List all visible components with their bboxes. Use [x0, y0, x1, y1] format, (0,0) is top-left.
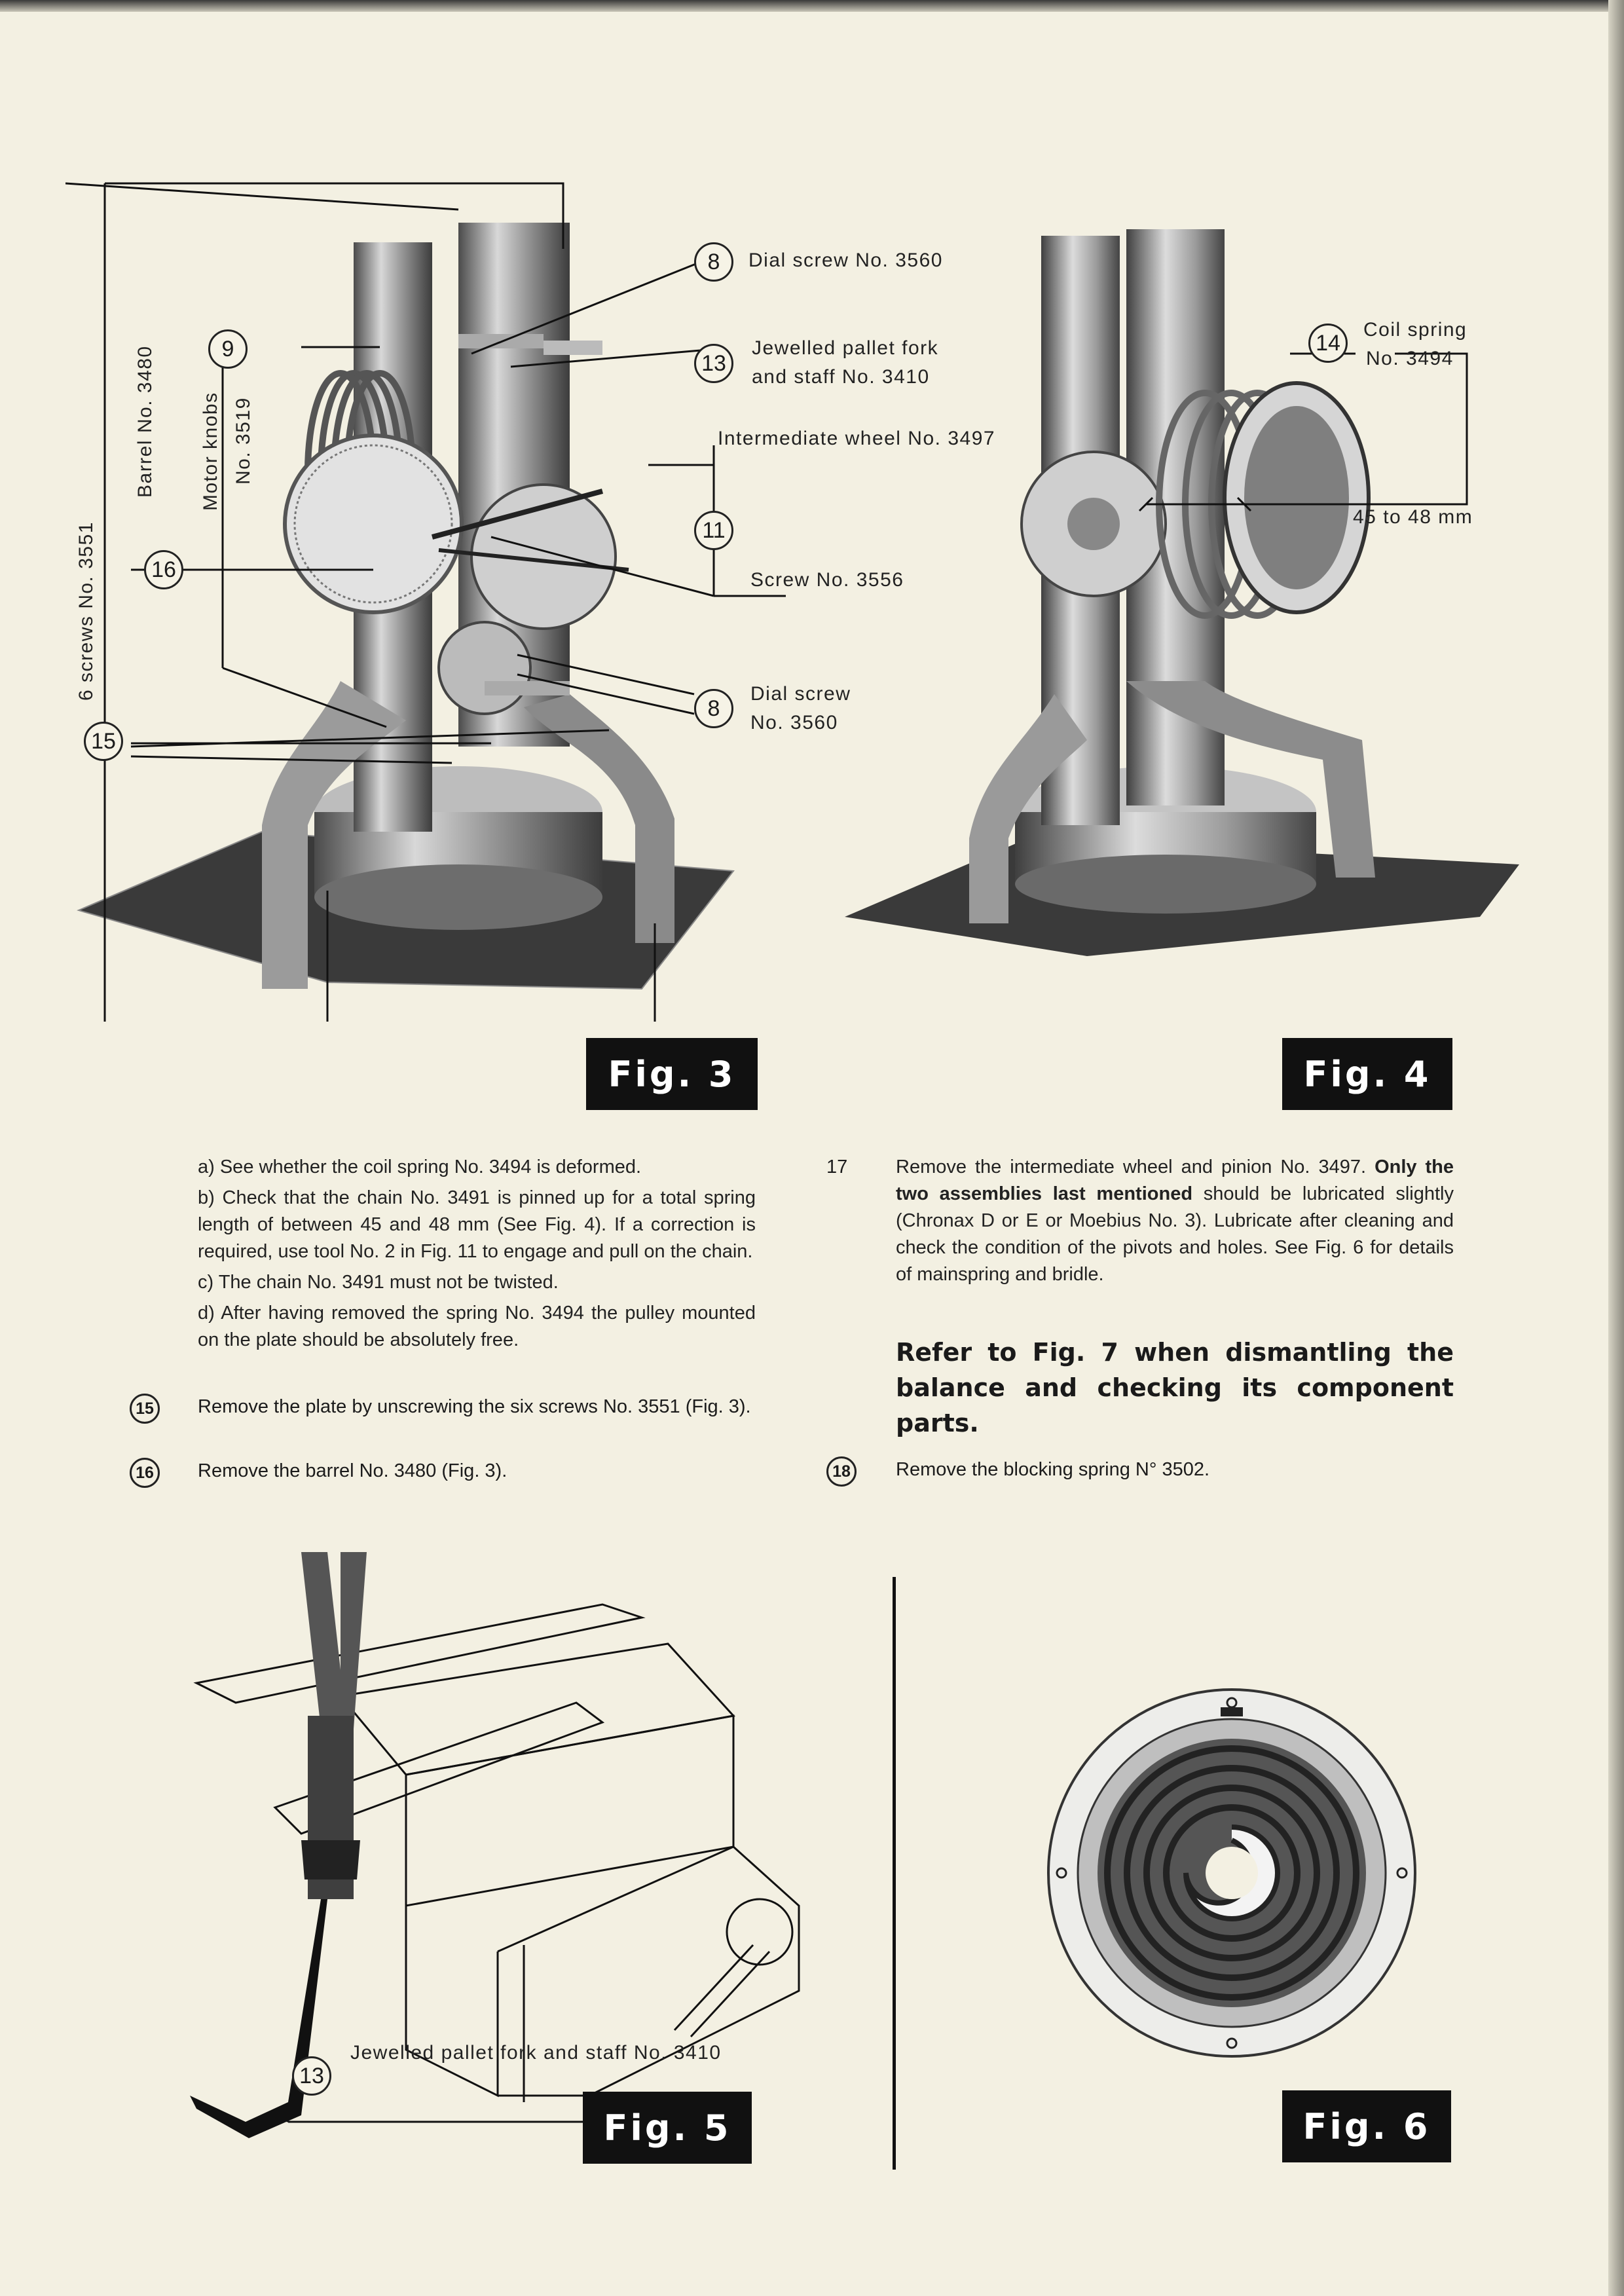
callout-8-top: 8	[694, 242, 733, 282]
label-dial-screw-low-2: No. 3560	[750, 712, 838, 733]
step-15-badge: 15	[130, 1394, 160, 1424]
para-a: a) See whether the coil spring No. 3494 …	[198, 1157, 642, 1177]
label-six-screws: 6 screws No. 3551	[75, 521, 97, 701]
step-16-badge: 16	[130, 1458, 160, 1488]
label-pallet-fork-2: and staff No. 3410	[752, 366, 930, 388]
step-15-text: Remove the plate by unscrewing the six s…	[198, 1396, 751, 1417]
callout-8-low: 8	[694, 689, 733, 728]
page-top-edge	[0, 0, 1624, 12]
step-18-badge: 18	[826, 1456, 857, 1487]
label-barrel: Barrel No. 3480	[134, 345, 156, 498]
label-intermediate-wheel: Intermediate wheel No. 3497	[718, 428, 996, 449]
step-17-bold: Only the two assemblies last mentioned	[896, 1157, 1454, 1204]
fig4-tag: Fig. 4	[1282, 1038, 1452, 1110]
figure-divider	[893, 1577, 896, 2170]
fig6-tag: Fig. 6	[1282, 2090, 1451, 2162]
section-heading: Refer to Fig. 7 when dismantling the bal…	[896, 1338, 1454, 1437]
step-16-text: Remove the barrel No. 3480 (Fig. 3).	[198, 1460, 507, 1481]
label-pallet-fork-1: Jewelled pallet fork	[752, 337, 939, 359]
label-coil-spring-2: No. 3494	[1366, 348, 1454, 369]
para-c: c) The chain No. 3491 must not be twiste…	[198, 1272, 559, 1293]
label-dial-screw-top: Dial screw No. 3560	[748, 250, 943, 271]
label-screw-3556: Screw No. 3556	[750, 569, 904, 591]
step-17-number: 17	[826, 1157, 848, 1177]
para-d: d) After having removed the spring No. 3…	[198, 1303, 756, 1350]
step-17-rest: should be lubricated slightly (Chronax D…	[896, 1183, 1454, 1285]
left-column-text: a) See whether the coil spring No. 3494 …	[198, 1154, 756, 1358]
fig3-tag: Fig. 3	[586, 1038, 758, 1110]
label-motor-knobs: Motor knobs	[200, 392, 221, 511]
label-motor-knobs-no: No. 3519	[232, 397, 254, 485]
fig5-callout-13: 13	[292, 2056, 331, 2096]
step-18-text: Remove the blocking spring N° 3502.	[896, 1459, 1210, 1480]
step-17-line1: Remove the intermediate wheel and pinion…	[896, 1157, 1367, 1177]
callout-16: 16	[144, 550, 183, 589]
fig4-illustration	[838, 183, 1532, 956]
callout-11: 11	[694, 511, 733, 550]
callout-14: 14	[1308, 324, 1348, 363]
para-b: b) Check that the chain No. 3491 is pinn…	[198, 1187, 756, 1262]
fig5-label: Jewelled pallet fork and staff No. 3410	[350, 2042, 722, 2064]
fig3-illustration	[65, 170, 786, 1022]
label-length: 45 to 48 mm	[1353, 506, 1473, 528]
step-17-text: Remove the intermediate wheel and pinion…	[896, 1154, 1454, 1288]
callout-15: 15	[84, 722, 123, 761]
callout-9: 9	[208, 329, 248, 369]
fig5-tag: Fig. 5	[583, 2092, 752, 2164]
label-dial-screw-low-1: Dial screw	[750, 683, 851, 705]
label-coil-spring-1: Coil spring	[1363, 319, 1467, 341]
callout-13: 13	[694, 344, 733, 383]
page-right-edge	[1608, 0, 1624, 2296]
fig6-mainspring	[1045, 1686, 1418, 2060]
